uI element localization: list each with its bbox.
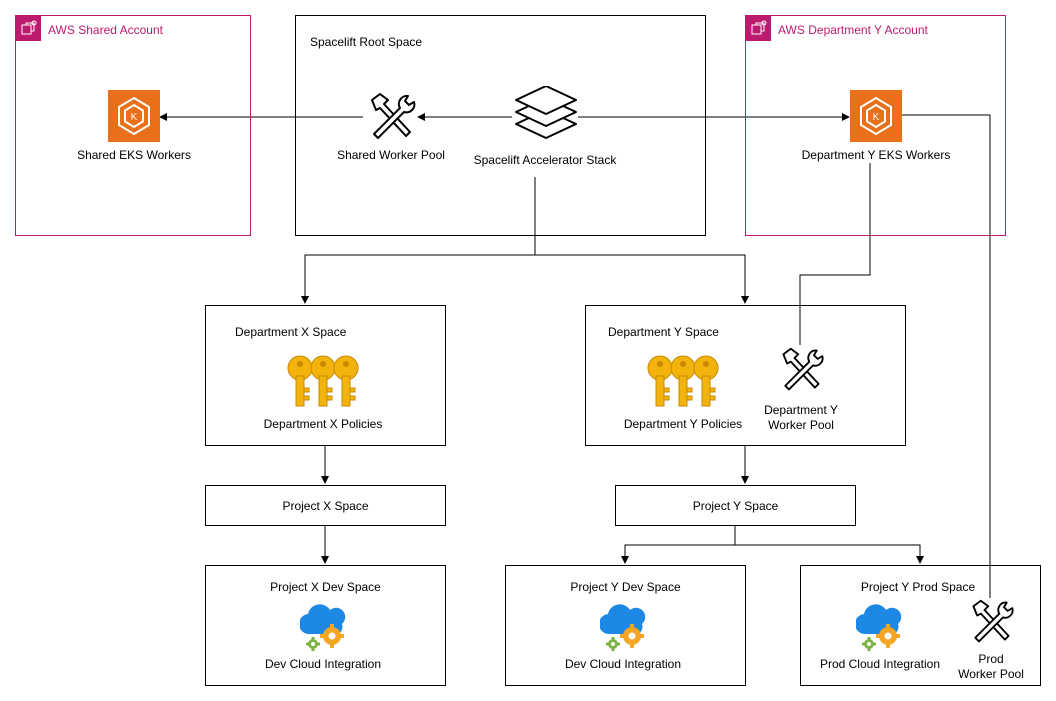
- project-x-dev-space-title: Project X Dev Space: [270, 580, 381, 594]
- project-y-dev-integration-label: Dev Cloud Integration: [564, 657, 682, 671]
- svg-text:K: K: [873, 112, 880, 123]
- project-y-dev-space: [505, 565, 746, 686]
- project-y-space-title: Project Y Space: [692, 499, 779, 513]
- aws-shared-account-label: AWS Shared Account: [48, 23, 163, 37]
- aws-shared-account-group: AWS Shared Account: [15, 15, 251, 236]
- project-y-space: [615, 485, 856, 526]
- department-x-policies-label: Department X Policies: [263, 417, 383, 431]
- svg-text:K: K: [131, 112, 138, 123]
- project-y-prod-space-title: Project Y Prod Space: [860, 580, 976, 594]
- edge-stack-to-departments: [301, 177, 536, 304]
- shared-eks-icon: K: [108, 90, 160, 145]
- shared-eks-label: Shared EKS Workers: [77, 148, 191, 162]
- accelerator-stack-label: Spacelift Accelerator Stack: [473, 153, 617, 167]
- department-y-worker-pool-label-line2: Worker Pool: [768, 418, 834, 432]
- spacelift-root-space: [295, 15, 706, 236]
- department-x-space: [205, 305, 446, 446]
- prod-worker-pool-label-line1: Prod: [978, 652, 1004, 666]
- aws-account-icon: [746, 16, 771, 41]
- project-y-prod-integration-label: Prod Cloud Integration: [819, 657, 941, 671]
- project-x-space: [205, 485, 446, 526]
- cloud-gear-icon: [298, 600, 348, 655]
- hammer-wrench-icon: [966, 598, 1016, 649]
- project-y-prod-space: [800, 565, 1041, 686]
- root-space-title: Spacelift Root Space: [310, 35, 423, 49]
- department-x-space-title: Department X Space: [235, 325, 347, 339]
- cloud-gear-icon: [598, 600, 648, 655]
- department-y-space-title: Department Y Space: [608, 325, 719, 339]
- edge-projecty-to-envs: [621, 525, 736, 564]
- project-y-dev-space-title: Project Y Dev Space: [570, 580, 681, 594]
- shared-worker-pool-label: Shared Worker Pool: [337, 148, 445, 162]
- stack-layers-icon: [514, 85, 578, 151]
- project-x-space-title: Project X Space: [282, 499, 369, 513]
- hammer-wrench-icon: [364, 92, 418, 145]
- hammer-wrench-icon: [776, 346, 826, 397]
- department-y-eks-icon: K: [850, 90, 902, 145]
- keys-icon: [646, 354, 720, 413]
- edge-depty-eks-to-pool: [799, 163, 871, 345]
- department-y-policies-label: Department Y Policies: [623, 417, 743, 431]
- project-x-dev-space: [205, 565, 446, 686]
- department-y-eks-label: Department Y EKS Workers: [801, 148, 951, 162]
- department-y-worker-pool-label-line1: Department Y: [764, 403, 838, 417]
- project-x-dev-integration-label: Dev Cloud Integration: [264, 657, 382, 671]
- cloud-gear-icon: [854, 600, 904, 655]
- keys-icon: [286, 354, 360, 413]
- aws-department-y-account-group: AWS Department Y Account: [745, 15, 1006, 236]
- edge-depty-eks-to-prod-pool: [900, 114, 991, 598]
- aws-department-y-account-label: AWS Department Y Account: [778, 23, 928, 37]
- department-y-space: [585, 305, 906, 446]
- aws-account-icon: [16, 16, 41, 41]
- prod-worker-pool-label-line2: Worker Pool: [958, 667, 1024, 681]
